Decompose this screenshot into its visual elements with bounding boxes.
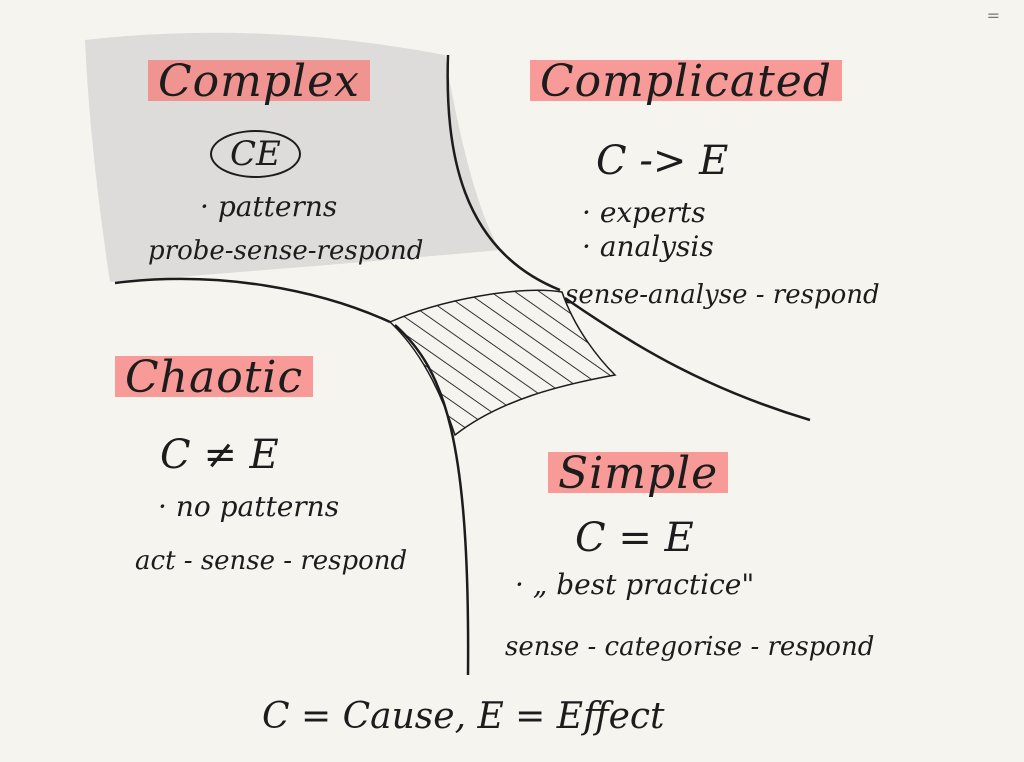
legend-text: C = Cause, E = Effect — [262, 696, 665, 737]
complex-bullet-text: patterns — [217, 190, 338, 223]
simple-response: sense - categorise - respond — [505, 632, 875, 662]
complicated-relation: C -> E — [596, 138, 729, 184]
complicated-bullet-1: · experts — [582, 196, 706, 229]
complex-relation: CE — [210, 130, 301, 178]
chaotic-response: act - sense - respond — [135, 546, 408, 576]
simple-bullet: · „ best practice" — [515, 568, 755, 601]
menu-icon[interactable]: = — [986, 6, 1000, 25]
simple-bullet-text: „ best practice" — [532, 568, 755, 601]
complicated-title: Complicated — [530, 56, 842, 107]
complex-bullet: · patterns — [200, 190, 338, 223]
chaotic-relation: C ≠ E — [160, 432, 279, 478]
boundary-left — [114, 277, 391, 324]
chaotic-bullet: · no patterns — [158, 490, 340, 523]
boundary-top — [446, 54, 561, 292]
simple-title: Simple — [548, 448, 729, 499]
complicated-response: sense-analyse - respond — [565, 280, 880, 310]
chaotic-bullet-text: no patterns — [175, 490, 340, 523]
disorder-center — [388, 289, 617, 437]
complicated-bullet-2-text: analysis — [599, 230, 714, 263]
complex-title: Complex — [148, 56, 370, 107]
boundary-right — [564, 296, 811, 422]
complicated-bullet-1-text: experts — [599, 196, 706, 229]
chaotic-title: Chaotic — [115, 352, 314, 403]
complicated-bullet-2: · analysis — [582, 230, 714, 263]
complex-response: probe-sense-respond — [148, 236, 424, 266]
simple-relation: C = E — [575, 515, 694, 561]
